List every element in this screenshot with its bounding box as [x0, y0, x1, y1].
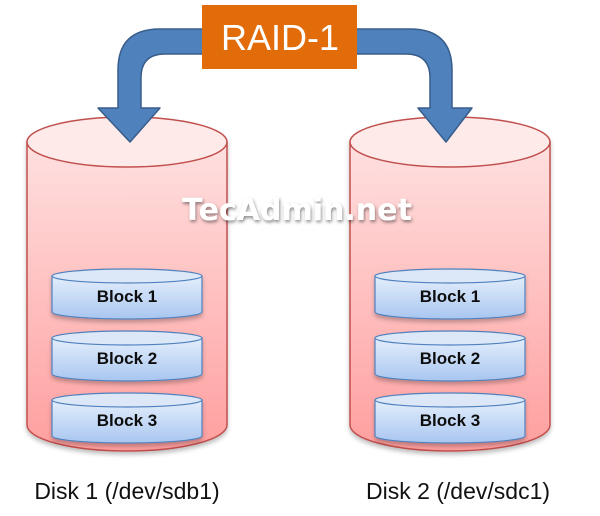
disk-2-label: Disk 2 (/dev/sdc1) — [366, 478, 550, 504]
disk-1-label: Disk 1 (/dev/sdb1) — [34, 478, 219, 504]
raid-level-banner: RAID-1 — [202, 5, 357, 69]
block-label: Block 3 — [420, 411, 480, 430]
block: Block 3 — [51, 392, 203, 444]
left-arrow-icon — [97, 28, 211, 143]
disk-2-blocks: Block 1 Block 2 Block 3 — [374, 268, 526, 444]
block-label: Block 1 — [97, 287, 157, 306]
raid-title: RAID-1 — [221, 17, 339, 58]
watermark: TecAdmin.net — [182, 193, 412, 228]
block-label: Block 2 — [97, 349, 157, 368]
block: Block 3 — [374, 392, 526, 444]
block-label: Block 2 — [420, 349, 480, 368]
disk-1-blocks: Block 1 Block 2 Block 3 — [51, 268, 203, 444]
block-label: Block 1 — [420, 287, 480, 306]
block: Block 1 — [51, 268, 203, 320]
block: Block 1 — [374, 268, 526, 320]
block-label: Block 3 — [97, 411, 157, 430]
right-arrow-icon — [349, 28, 473, 143]
block: Block 2 — [374, 330, 526, 382]
block: Block 2 — [51, 330, 203, 382]
